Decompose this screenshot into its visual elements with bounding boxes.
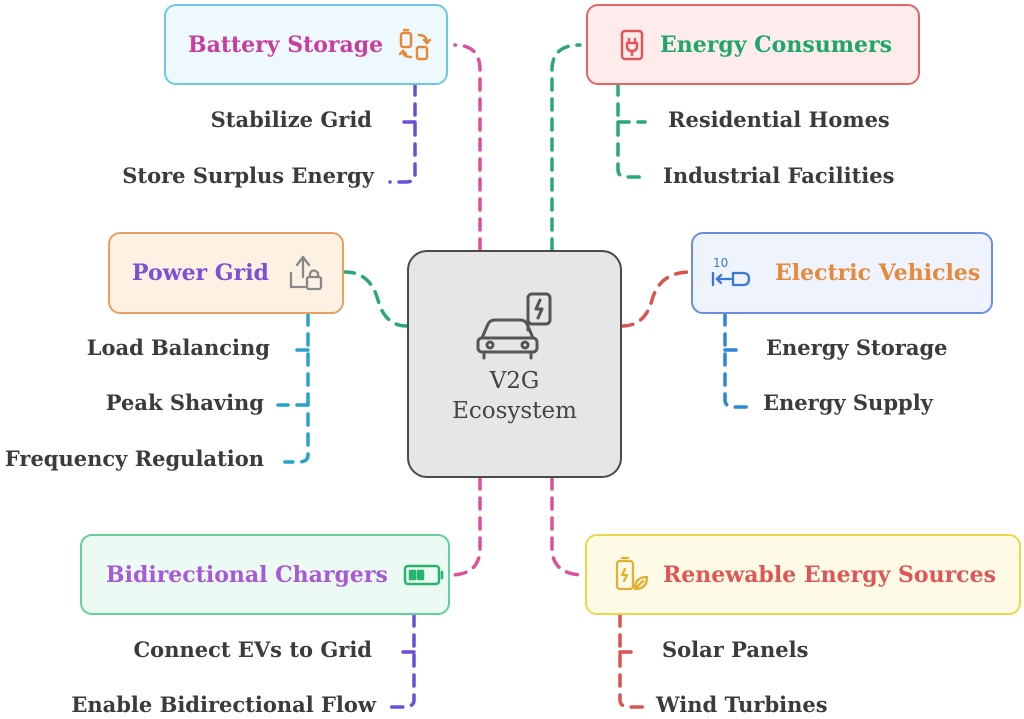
ev-child-1: Energy Storage — [766, 335, 948, 360]
upload-lock-icon — [285, 253, 325, 293]
ev-charging-car-icon — [476, 292, 551, 360]
grid-child-3: Frequency Regulation — [4, 446, 264, 471]
ev-plug-icon: 10 — [709, 253, 753, 293]
renewable-energy-sources-node: Renewable Energy Sources — [585, 534, 1021, 615]
power-grid-title: Power Grid — [132, 260, 269, 286]
grid-child-2: Peak Shaving — [105, 390, 264, 415]
center-title-line2: Ecosystem — [452, 398, 577, 424]
chargers-child-2: Enable Bidirectional Flow — [71, 692, 376, 717]
energy-consumers-node: Energy Consumers — [586, 4, 920, 85]
center-node: V2G Ecosystem — [407, 250, 622, 478]
battery-leaf-icon — [613, 555, 649, 595]
battery-storage-node: Battery Storage — [164, 4, 448, 85]
renewable-child-1: Solar Panels — [662, 637, 809, 662]
power-grid-node: Power Grid — [108, 232, 344, 314]
energy-consumers-title: Energy Consumers — [660, 31, 892, 58]
battery-storage-title: Battery Storage — [188, 31, 384, 58]
svg-text:10: 10 — [713, 256, 728, 270]
electric-vehicles-title: Electric Vehicles — [775, 260, 981, 286]
battery-child-1: Stabilize Grid — [210, 107, 372, 132]
battery-level-icon — [402, 562, 446, 588]
bidirectional-chargers-title: Bidirectional Chargers — [106, 561, 388, 588]
center-title-line1: V2G — [489, 368, 540, 394]
battery-child-2: Store Surplus Energy — [122, 163, 374, 188]
bidirectional-chargers-node: Bidirectional Chargers — [80, 534, 450, 615]
ev-child-2: Energy Supply — [763, 390, 933, 415]
renewable-child-2: Wind Turbines — [656, 692, 828, 717]
consumers-child-2: Industrial Facilities — [663, 163, 895, 188]
battery-recycle-icon — [397, 27, 433, 63]
grid-child-1: Load Balancing — [86, 335, 270, 360]
chargers-child-1: Connect EVs to Grid — [133, 637, 372, 662]
phone-plug-icon — [618, 27, 646, 63]
renewable-energy-sources-title: Renewable Energy Sources — [663, 561, 996, 588]
consumers-child-1: Residential Homes — [668, 107, 890, 132]
electric-vehicles-node: 10 Electric Vehicles — [691, 232, 993, 314]
